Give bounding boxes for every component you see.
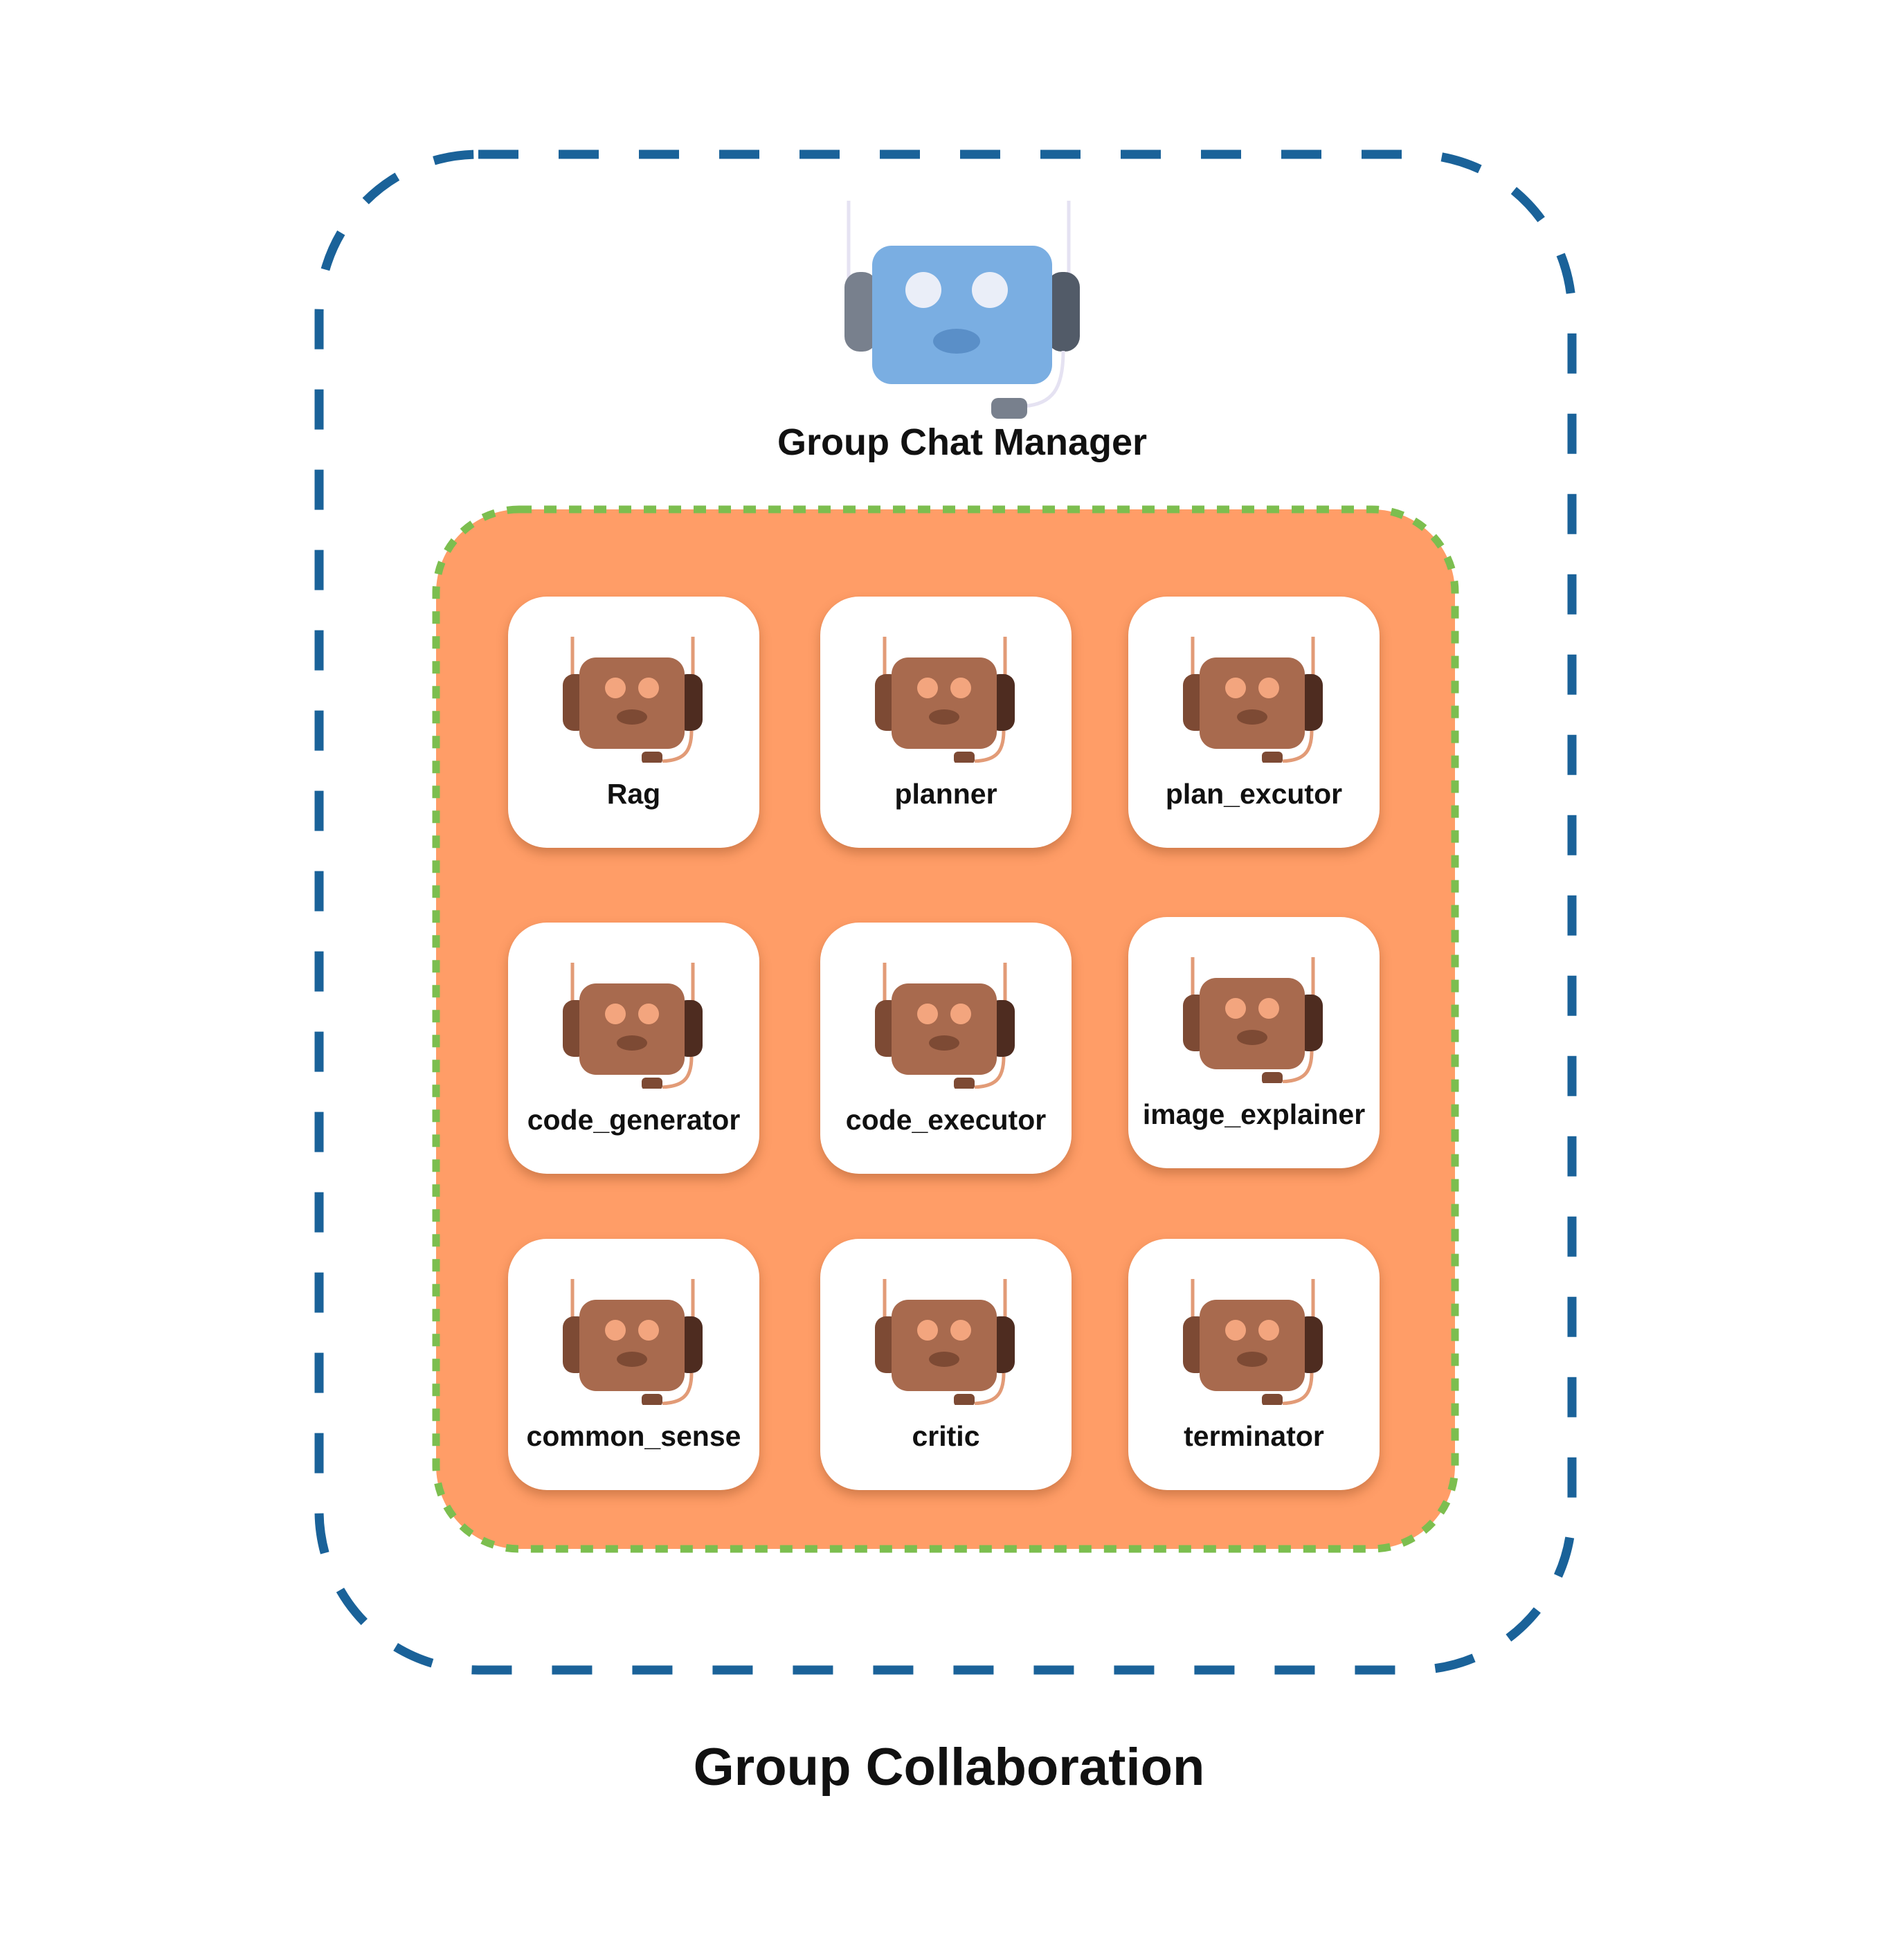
headset-robot-icon [563,637,703,763]
headset-robot-icon [875,637,1015,763]
agent-label: Rag [606,778,661,810]
headset-robot-icon [563,1279,703,1405]
agent-label: code_executor [845,1104,1047,1136]
agent-label: terminator [1184,1420,1324,1452]
agent-card-plan-excutor: plan_excutor [1128,597,1380,848]
headset-robot-icon [844,201,1080,419]
headset-robot-icon [563,963,703,1089]
group-chat-boundary [314,149,1577,1675]
agent-card-planner: planner [820,597,1072,848]
agent-label: image_explainer [1142,1098,1366,1130]
diagram-title: Group Collaboration [693,1738,1205,1797]
headset-robot-icon [875,963,1015,1089]
agent-card-common-sense: common_sense [508,1239,759,1490]
agent-card-critic: critic [820,1239,1072,1490]
agent-label: plan_excutor [1165,778,1343,810]
agent-card-code-executor: code_executor [820,923,1072,1174]
agent-card-terminator: terminator [1128,1239,1380,1490]
headset-robot-icon [1183,1279,1323,1405]
agent-label: code_generator [527,1104,741,1136]
manager-label: Group Chat Manager [777,421,1148,463]
headset-robot-icon [1183,957,1323,1083]
agent-card-code-generator: code_generator [508,923,759,1174]
headset-robot-icon [1183,637,1323,763]
headset-robot-icon [875,1279,1015,1405]
agent-card-image-explainer: image_explainer [1128,917,1380,1168]
agent-label: common_sense [526,1420,741,1452]
agent-label: planner [894,778,997,810]
agent-label: critic [912,1420,980,1452]
agent-card-rag: Rag [508,597,759,848]
